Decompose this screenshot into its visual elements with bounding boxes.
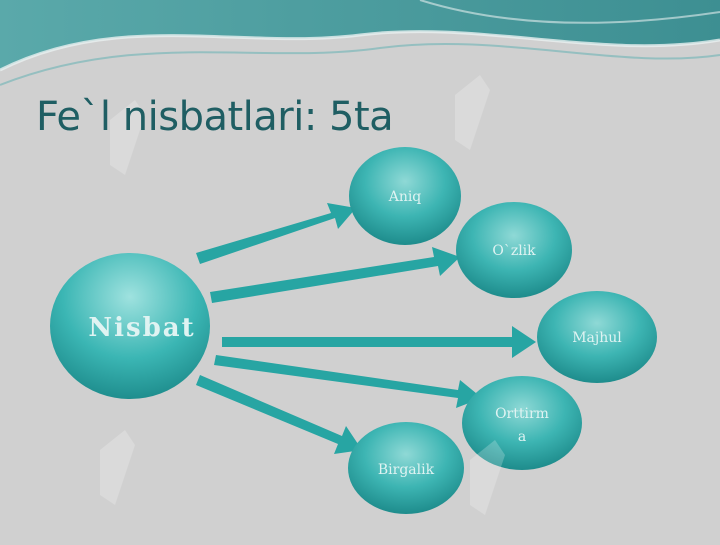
arrow-to-aniq (196, 203, 356, 264)
arrows (196, 203, 536, 454)
node-majhul: Majhul (537, 291, 657, 383)
node-birgalik-label: Birgalik (378, 462, 435, 478)
node-aniq-label: Aniq (388, 189, 422, 205)
node-birgalik: Birgalik (348, 422, 464, 514)
header-wave (0, 0, 720, 86)
node-orttirma-label-line1: Orttirm (495, 406, 549, 422)
arrow-to-ozlik (210, 247, 460, 303)
node-ozlik-label: O`zlik (492, 243, 536, 259)
node-ozlik: O`zlik (456, 202, 572, 298)
arrow-to-orttirma (214, 355, 482, 408)
node-orttirma-label-line2: a (518, 429, 526, 445)
slide-title: Fe`l nisbatlari: 5ta (36, 94, 394, 140)
arrow-to-birgalik (196, 375, 362, 454)
arrow-to-majhul (222, 326, 536, 358)
node-majhul-label: Majhul (572, 330, 622, 346)
node-aniq: Aniq (349, 147, 461, 245)
node-orttirma: Orttirm a (462, 376, 582, 470)
watermark (100, 75, 505, 515)
center-node-label: Nisbat (88, 313, 195, 343)
center-node: Nisbat (50, 253, 210, 399)
